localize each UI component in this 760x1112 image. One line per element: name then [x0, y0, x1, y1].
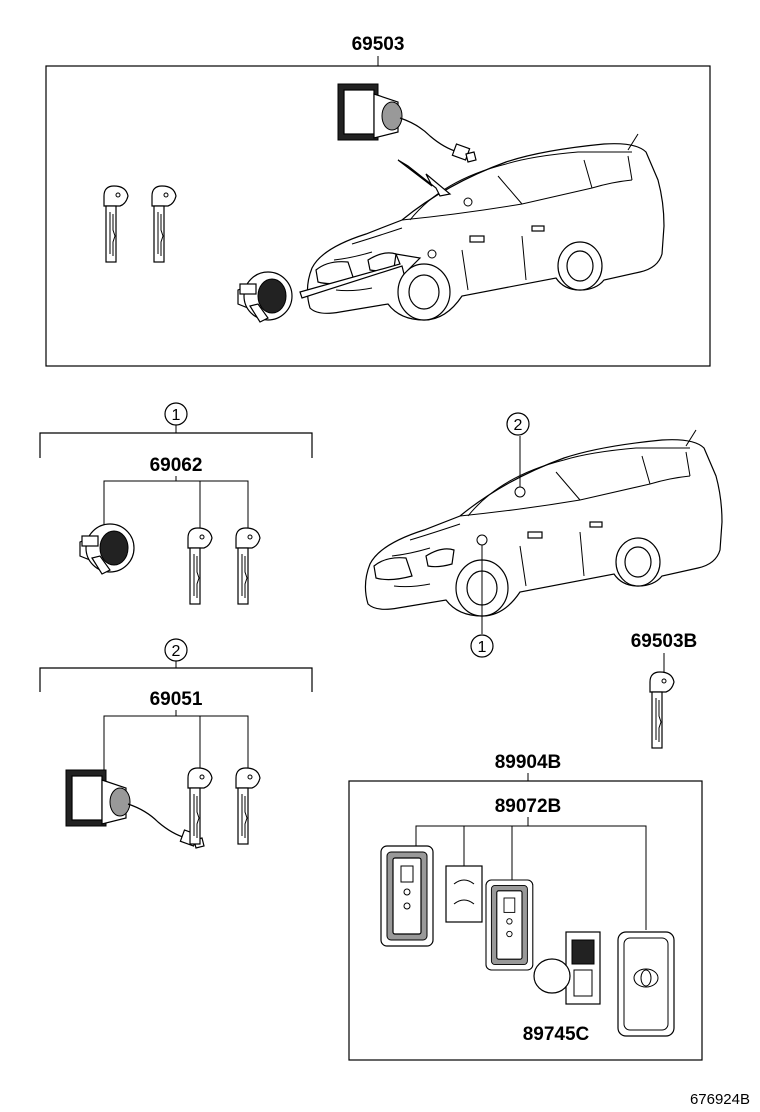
group-frame-89904B [348, 780, 703, 1061]
diagram-reference: 676924B [690, 1091, 750, 1108]
ignition-switch-icon [65, 769, 205, 849]
section-69503B: 69503B [631, 631, 698, 749]
lock-cylinder-icon [237, 271, 293, 323]
key-blade-icon [187, 527, 261, 605]
part-number-69051: 69051 [150, 689, 203, 710]
battery-icon [533, 958, 571, 994]
part-number-69062: 69062 [150, 455, 203, 476]
smart-key-icon [380, 845, 675, 1037]
callout-1-locator: 1 [478, 639, 487, 656]
part-number-69503: 69503 [352, 34, 405, 55]
group-frame-69503 [45, 65, 711, 367]
callout-2-label: 2 [172, 643, 181, 660]
car-wagon-icon [306, 133, 665, 321]
section-89904B: 89904B 89072B 89745C [348, 752, 703, 1061]
part-number-89904B: 89904B [495, 752, 562, 773]
section-69503: 69503 [45, 34, 711, 367]
part-number-69503B: 69503B [631, 631, 698, 652]
part-number-89072B: 89072B [495, 796, 562, 817]
key-blade-icon [103, 185, 177, 263]
locator-car: 2 1 [364, 412, 723, 658]
section-callout-2: 2 69051 [39, 638, 313, 849]
key-blade-icon [649, 671, 675, 749]
lock-cylinder-icon [79, 523, 135, 575]
ignition-switch-icon [337, 83, 477, 163]
section-callout-1: 1 69062 [39, 402, 313, 605]
callout-2-locator: 2 [514, 417, 523, 434]
car-wagon-icon [364, 429, 723, 617]
callout-1-label: 1 [172, 407, 181, 424]
part-number-89745C: 89745C [523, 1024, 590, 1045]
key-blade-icon [187, 767, 261, 845]
